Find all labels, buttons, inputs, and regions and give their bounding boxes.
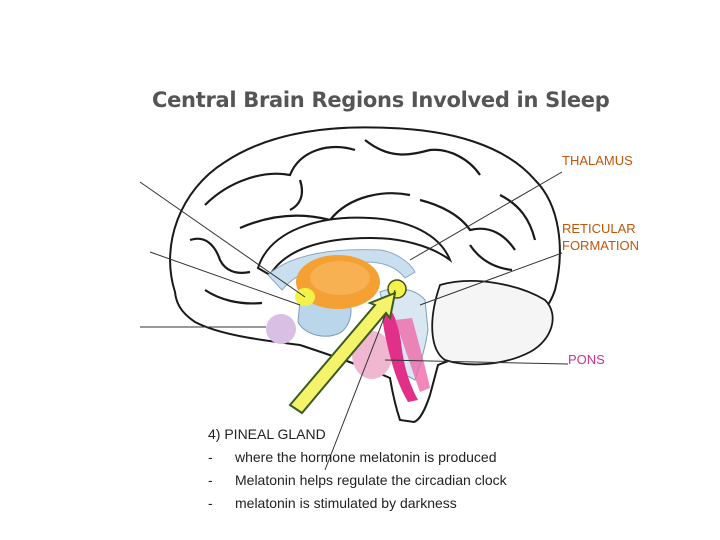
label-thalamus: THALAMUS: [562, 153, 633, 168]
bullet-text: where the hormone melatonin is produced: [235, 449, 497, 465]
pituitary: [266, 314, 296, 344]
leader-lines: [139, 171, 569, 471]
bullet-text: Melatonin helps regulate the circadian c…: [235, 472, 507, 488]
diagram-title: Central Brain Regions Involved in Sleep: [152, 88, 610, 112]
bullet-marker: -: [208, 472, 213, 488]
corpus-callosum: [256, 216, 453, 277]
notes-bullet: - Melatonin helps regulate the circadian…: [208, 469, 507, 492]
bullet-marker: -: [208, 495, 213, 511]
reticular-formation: [382, 305, 418, 402]
label-reticular-formation: RETICULAR FORMATION: [562, 220, 639, 254]
cerebellum: [431, 280, 554, 366]
label-reticular-line1: RETICULAR: [562, 221, 636, 236]
notes-bullet: - where the hormone melatonin is produce…: [208, 446, 507, 469]
label-pons: PONS: [568, 352, 605, 367]
cortex-folds: [189, 139, 537, 305]
label-reticular-line2: FORMATION: [562, 238, 640, 253]
notes-heading: 4) PINEAL GLAND: [208, 426, 326, 442]
notes-bullet: - melatonin is stimulated by darkness: [208, 492, 507, 515]
bullet-marker: -: [208, 449, 213, 465]
bullet-text: melatonin is stimulated by darkness: [235, 495, 457, 511]
pointer-arrow: [288, 291, 397, 415]
notes-block: 4) PINEAL GLAND - where the hormone mela…: [208, 423, 507, 515]
